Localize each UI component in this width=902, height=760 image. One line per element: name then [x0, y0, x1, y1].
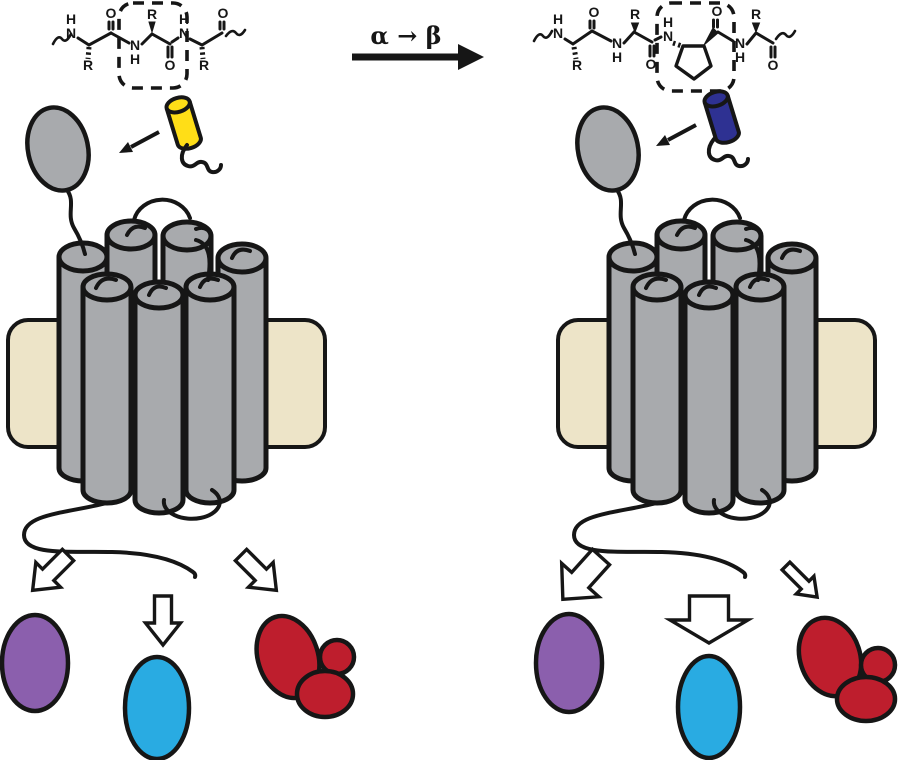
- squiggle-bond: [51, 32, 73, 46]
- red-cell-medium: [294, 668, 356, 720]
- receptor-left: [8, 102, 325, 577]
- panel-alpha: [0, 92, 357, 760]
- atom-label-O: O: [768, 57, 779, 73]
- atom-label-N: N: [612, 35, 622, 51]
- purple-pathway-ellipse: [0, 612, 71, 714]
- panel-beta: [533, 86, 898, 760]
- atom-label-N: N: [735, 35, 745, 51]
- atom-label-R: R: [572, 57, 582, 73]
- binding-arrow-shaft: [130, 130, 160, 149]
- cyan-pathway-ellipse: [675, 653, 743, 760]
- atom-label-N: N: [179, 25, 189, 41]
- transformation-annotation: α → β: [352, 21, 484, 70]
- atom-label-O: O: [589, 4, 600, 20]
- alpha-to-beta-label: α → β: [370, 21, 441, 50]
- atom-label-R: R: [83, 57, 93, 73]
- binding-arrow-shaft: [667, 123, 697, 142]
- atom-label-N: N: [553, 25, 563, 41]
- bold-wedge: [630, 22, 640, 34]
- outcome-arrow-red-medium: [232, 546, 279, 593]
- red-cell-cluster: [796, 615, 898, 724]
- backbone-bond: [653, 35, 663, 42]
- hashed-wedge: [199, 46, 206, 60]
- bold-wedge: [703, 27, 719, 46]
- carbonyl-double-bond: [712, 18, 719, 29]
- carbonyl-double-bond: [166, 45, 174, 59]
- squiggle-bond: [774, 29, 797, 41]
- atom-label-H: H: [735, 49, 745, 65]
- red-cell-cluster: [254, 613, 357, 720]
- purple-pathway-ellipse: [533, 611, 605, 715]
- atom-label-R: R: [630, 6, 640, 22]
- carbonyl-double-bond: [218, 20, 226, 31]
- carbonyl-double-bond: [769, 45, 777, 59]
- binding-arrow-left: [119, 130, 160, 153]
- binding-arrow-right: [656, 123, 697, 146]
- backbone-bond: [590, 29, 613, 43]
- atom-label-O: O: [646, 56, 657, 72]
- atom-label-H: H: [553, 11, 563, 27]
- atom-label-R: R: [751, 6, 761, 22]
- beta-residue-dashed-box: [655, 1, 736, 93]
- backbone-bond: [563, 29, 594, 46]
- atom-label-H: H: [66, 11, 76, 27]
- cyan-pathway-ellipse: [122, 654, 192, 760]
- atom-label-O: O: [218, 5, 229, 21]
- squiggle-bond: [532, 29, 554, 43]
- atom-label-R: R: [147, 6, 157, 22]
- binding-arrow-head: [656, 135, 670, 146]
- backbone-bond: [140, 32, 172, 46]
- hashed-wedge: [85, 46, 92, 60]
- atom-label-N: N: [130, 37, 140, 53]
- backbone-bond: [716, 30, 735, 43]
- alpha-peptide-structure: H N R O N H R O H N R O: [51, 1, 247, 90]
- atom-label-O: O: [106, 5, 117, 21]
- alpha-ligand-helix: [162, 92, 205, 154]
- backbone-bond: [622, 30, 654, 45]
- atom-label-H: H: [179, 11, 189, 27]
- atom-label-H: H: [612, 49, 622, 65]
- atom-label-N: N: [66, 25, 76, 41]
- beta-ligand-helix: [700, 86, 743, 148]
- cyclopentane-ring: [674, 44, 713, 81]
- atom-label-O: O: [712, 3, 723, 19]
- carbonyl-double-bond: [588, 19, 596, 30]
- receptor-right: [558, 102, 875, 577]
- outcome-arrow-red-small: [779, 559, 820, 600]
- outcome-arrow-cyan-small: [141, 594, 185, 648]
- beta-peptide-structure: H N R O N H R O H N O N H R O: [532, 1, 797, 93]
- transformation-arrow-head: [458, 44, 484, 70]
- carbonyl-double-bond: [107, 20, 115, 31]
- alpha-residue-dashed-box: [117, 1, 189, 90]
- backbone-bond: [188, 31, 224, 47]
- hashed-wedge: [571, 46, 579, 60]
- atom-label-H: H: [663, 14, 673, 30]
- binding-arrow-head: [119, 142, 133, 153]
- squiggle-bond: [224, 28, 247, 38]
- outcome-arrow-cyan-large: [663, 594, 755, 645]
- red-cell-medium: [834, 674, 898, 724]
- outcome-arrow-purple-large: [559, 546, 612, 602]
- atom-label-N: N: [663, 28, 673, 44]
- bold-wedge: [148, 21, 156, 34]
- atom-label-O: O: [165, 57, 176, 73]
- hashed-wedge: [672, 40, 683, 49]
- backbone-bond: [745, 31, 775, 46]
- atom-label-R: R: [199, 57, 209, 73]
- carbonyl-double-bond: [648, 44, 656, 58]
- atom-label-H: H: [130, 51, 140, 67]
- outcome-arrow-purple-medium: [30, 546, 77, 593]
- backbone-bond: [170, 36, 180, 44]
- bold-wedge: [751, 22, 761, 34]
- backbone-bond: [76, 31, 113, 47]
